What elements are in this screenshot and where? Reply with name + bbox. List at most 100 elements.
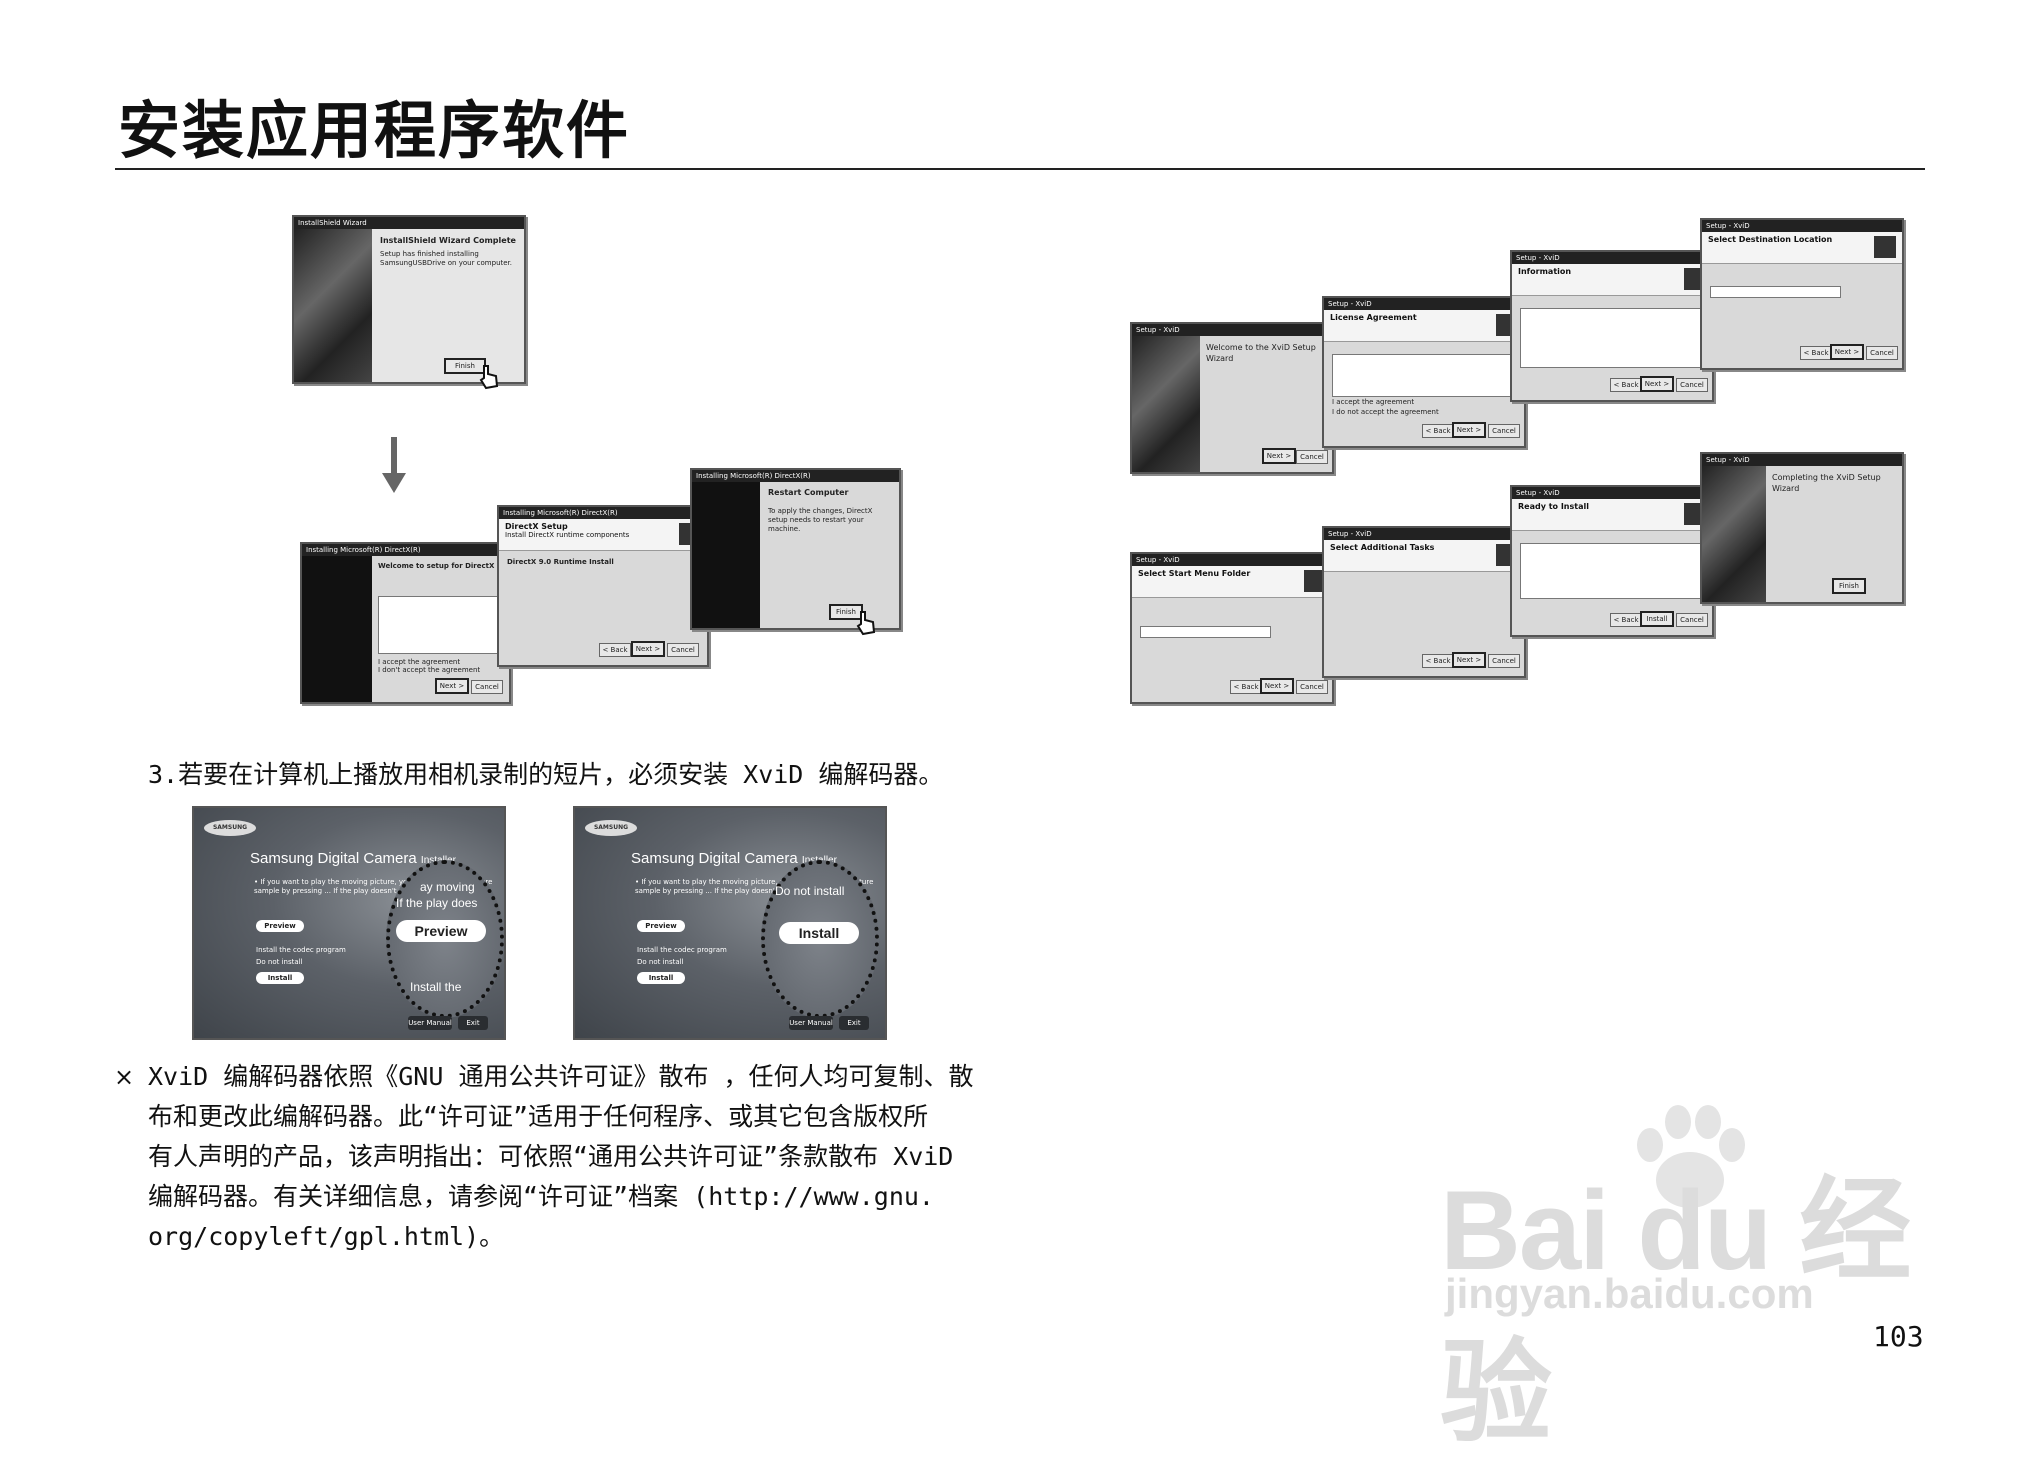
wizard-heading: Restart Computer [768, 488, 849, 497]
installer-preview-screenshot: SAMSUNG Samsung Digital Camera Installer… [192, 806, 506, 1040]
back-button[interactable]: < Back [1610, 378, 1642, 392]
install-button[interactable]: Install [1640, 611, 1674, 627]
cancel-button[interactable]: Cancel [1488, 654, 1520, 668]
install-codec-radio[interactable]: Install the codec program [637, 946, 727, 954]
window-title: Setup - XviD [1324, 298, 1524, 310]
license-text-box[interactable] [1332, 354, 1516, 397]
window-title: Setup - XviD [1132, 324, 1332, 336]
cancel-button[interactable]: Cancel [1866, 346, 1898, 360]
xvid-welcome-window: Setup - XviD Welcome to the XviD Setup W… [1130, 322, 1334, 474]
watermark-brand: Bai du 经验 [1440, 1168, 1911, 1455]
exit-button[interactable]: Exit [458, 1016, 488, 1030]
dialog-heading: Information [1518, 267, 1572, 276]
wizard-side-image [294, 229, 372, 382]
wizard-text: To apply the changes, DirectX setup need… [768, 507, 873, 533]
wizard-side-image [1702, 466, 1766, 602]
next-button[interactable]: Next > [1830, 344, 1864, 360]
dialog-heading: Select Destination Location [1708, 235, 1833, 244]
zoom-text-1: ay moving [420, 880, 475, 894]
window-title: InstallShield Wizard [294, 217, 524, 229]
install-button[interactable]: Install [256, 972, 304, 984]
zoom-text-1: Do not install [775, 884, 845, 898]
cancel-button[interactable]: Cancel [1676, 378, 1708, 392]
install-button[interactable]: Install [637, 972, 685, 984]
back-button[interactable]: < Back [1422, 654, 1454, 668]
title-rule [115, 168, 1925, 170]
cancel-button[interactable]: Cancel [471, 680, 503, 694]
xvid-license-window: Setup - XviD License Agreement I accept … [1322, 296, 1526, 448]
install-codec-radio[interactable]: Install the codec program [256, 946, 346, 954]
next-button[interactable]: Next > [1640, 376, 1674, 392]
directx-setup-window: Installing Microsoft(R) DirectX(R) Direc… [497, 505, 709, 667]
cancel-button[interactable]: Cancel [1488, 424, 1520, 438]
license-note: XviD 编解码器依照《GNU 通用公共许可证》散布 ，任何人均可复制、散 布和… [148, 1057, 998, 1257]
step-3-text: 3.若要在计算机上播放用相机录制的短片，必须安装 XviD 编解码器。 [148, 760, 944, 789]
zoom-install-button[interactable]: Install [779, 922, 859, 944]
note-line: 编解码器。有关详细信息，请参阅“许可证”档案 (http://www.gnu. [148, 1182, 934, 1211]
preview-button[interactable]: Preview [256, 920, 304, 932]
info-text-box[interactable] [1520, 308, 1704, 368]
do-not-install-radio[interactable]: Do not install [637, 958, 684, 966]
exit-button[interactable]: Exit [839, 1016, 869, 1030]
finish-button[interactable]: Finish [829, 604, 863, 620]
next-button[interactable]: Next > [435, 678, 469, 694]
accept-radio[interactable]: I accept the agreement [1332, 397, 1415, 406]
next-button[interactable]: Next > [1260, 678, 1294, 694]
decline-radio[interactable]: I do not accept the agreement [1332, 407, 1439, 416]
wizard-heading: InstallShield Wizard Complete [380, 236, 516, 245]
folder-name-field[interactable] [1140, 626, 1271, 638]
xvid-start-menu-window: Setup - XviD Select Start Menu Folder < … [1130, 552, 1334, 704]
window-title: Setup - XviD [1702, 454, 1902, 466]
zoom-preview-button[interactable]: Preview [396, 920, 486, 942]
wizard-text: Setup has finished installing SamsungUSB… [380, 250, 513, 267]
note-line: 布和更改此编解码器。此“许可证”适用于任何程序、或其它包含版权所 [148, 1102, 929, 1131]
back-button[interactable]: < Back [1800, 346, 1832, 360]
zoom-text-3: Install the [410, 980, 462, 994]
dialog-subheading: Install DirectX runtime components [505, 531, 630, 539]
back-button[interactable]: < Back [599, 643, 631, 657]
note-line: XviD 编解码器依照《GNU 通用公共许可证》散布 ，任何人均可复制、散 [148, 1062, 974, 1091]
cancel-button[interactable]: Cancel [1296, 450, 1328, 464]
window-title: Setup - XviD [1512, 252, 1712, 264]
preview-button[interactable]: Preview [637, 920, 685, 932]
do-not-install-radio[interactable]: Do not install [256, 958, 303, 966]
window-title: Setup - XviD [1324, 528, 1524, 540]
zoom-text-2: If the play does [396, 896, 478, 910]
next-button[interactable]: Next > [1452, 422, 1486, 438]
xvid-complete-window: Setup - XviD Completing the XviD Setup W… [1700, 452, 1904, 604]
window-title: Setup - XviD [1132, 554, 1332, 566]
installshield-window: InstallShield Wizard InstallShield Wizar… [292, 215, 526, 390]
cancel-button[interactable]: Cancel [667, 643, 699, 657]
next-button[interactable]: Next > [1262, 448, 1296, 464]
arrow-down-icon [382, 437, 406, 493]
window-title: Installing Microsoft(R) DirectX(R) [499, 507, 707, 519]
dialog-heading: DirectX Setup [505, 522, 568, 531]
dialog-heading: License Agreement [1330, 313, 1417, 322]
window-title: Installing Microsoft(R) DirectX(R) [302, 544, 509, 556]
back-button[interactable]: < Back [1230, 680, 1262, 694]
user-manual-button[interactable]: User Manual [408, 1016, 452, 1030]
next-button[interactable]: Next > [631, 641, 665, 657]
xvid-information-window: Setup - XviD Information < Back Next > C… [1510, 250, 1714, 402]
decline-radio[interactable]: I don't accept the agreement [378, 666, 481, 674]
wizard-heading: Welcome to setup for DirectX [378, 562, 495, 570]
directx-welcome-window: Installing Microsoft(R) DirectX(R) Welco… [300, 542, 511, 704]
window-title: Setup - XviD [1512, 487, 1712, 499]
directx-logo [692, 482, 760, 628]
back-button[interactable]: < Back [1422, 424, 1454, 438]
user-manual-button[interactable]: User Manual [789, 1016, 833, 1030]
wizard-heading: Completing the XviD Setup Wizard [1772, 473, 1881, 493]
back-button[interactable]: < Back [1610, 613, 1642, 627]
destination-path-field[interactable] [1710, 286, 1841, 298]
finish-button[interactable]: Finish [1832, 578, 1866, 594]
cancel-button[interactable]: Cancel [1296, 680, 1328, 694]
summary-box[interactable] [1520, 543, 1704, 600]
window-title: Installing Microsoft(R) DirectX(R) [692, 470, 899, 482]
accept-radio[interactable]: I accept the agreement [378, 658, 461, 666]
note-mark: × [114, 1063, 135, 1091]
cancel-button[interactable]: Cancel [1676, 613, 1708, 627]
setup-logo-icon [1874, 236, 1896, 258]
next-button[interactable]: Next > [1452, 652, 1486, 668]
dialog-heading: Select Start Menu Folder [1138, 569, 1251, 578]
installer-title: Samsung Digital Camera [631, 850, 798, 867]
